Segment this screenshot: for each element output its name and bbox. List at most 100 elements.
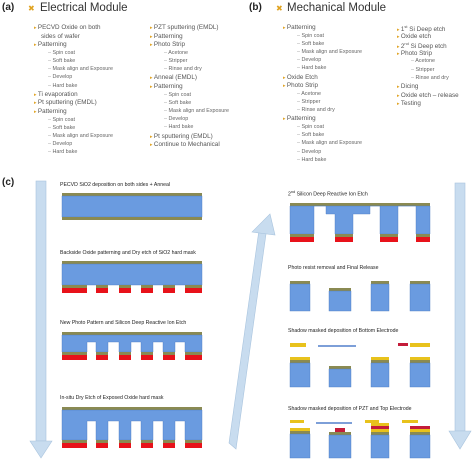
flow-item: – Develop [48, 141, 73, 148]
bullet-icon: ▸ [397, 92, 401, 99]
sub-bullet-icon: – [48, 133, 53, 139]
flow-item: ▸ Patterning [283, 24, 316, 31]
bullet-icon: ▸ [150, 75, 154, 82]
bullet-icon: ▸ [34, 25, 38, 31]
flow-item: – Spin coat [297, 124, 324, 130]
flow-item: – Rinse and dry [297, 107, 335, 114]
bullet-icon: ▸ [397, 101, 401, 108]
sub-bullet-icon: – [164, 49, 169, 56]
flow-item: ▸ 2nd Si Deep etch [397, 41, 447, 51]
flow-item: – Soft bake [48, 58, 76, 64]
panel-b-title: Mechanical Module [287, 2, 387, 14]
bullet-icon: ▸ [150, 42, 154, 49]
flow-item: – Mask align and Exposure [164, 108, 230, 114]
sub-bullet-icon: – [164, 66, 169, 73]
flow-item: – Develop [297, 148, 322, 155]
flow-item: – Mask align and Exposure [48, 133, 114, 139]
step6-cross-section [289, 281, 431, 312]
sub-bullet-icon: – [297, 124, 302, 130]
flow-item: – Soft bake [164, 99, 192, 106]
flow-item: ▸ Testing [397, 100, 421, 108]
sub-bullet-icon: – [164, 58, 169, 64]
sub-bullet-icon: – [297, 49, 302, 55]
sub-bullet-icon: – [164, 116, 169, 123]
sub-bullet-icon: – [164, 99, 169, 106]
flow-item: sides of wafer [41, 32, 80, 40]
sub-bullet-icon: – [297, 148, 302, 155]
flow-item: – Acetone [411, 58, 435, 65]
flow-item: ▸ PECVD Oxide on both [34, 24, 101, 31]
flow-item: – Mask align and Exposure [48, 66, 114, 73]
flow-item: ▸ Dicing [397, 83, 419, 90]
flow-item: ▸ Pt sputtering (EMDL) [150, 132, 213, 140]
flow-item: ▸ Patterning [34, 41, 67, 49]
sub-bullet-icon: – [48, 141, 53, 148]
flow-item: – Soft bake [48, 124, 76, 131]
sub-bullet-icon: – [48, 74, 53, 81]
step-caption-2: Backside Oxide patterning and Dry etch o… [60, 250, 196, 256]
flow-item: ▸ Patterning [150, 83, 183, 90]
sub-bullet-icon: – [48, 124, 53, 131]
panel-a-label: (a) [2, 2, 15, 13]
step1-cross-section [61, 193, 203, 220]
flow-item: ▸ Photo Strip [397, 49, 433, 57]
bullet-icon: ▸ [397, 33, 401, 40]
flow-item: – Spin coat [164, 91, 191, 98]
bullet-icon: ▸ [397, 44, 401, 51]
flow-item: ▸ Oxide etch – release [397, 91, 459, 99]
left-flow-arrow [29, 180, 53, 459]
flow-item: ▸ Oxide etch [397, 32, 432, 40]
step-caption-5: 2nd Silicon Deep Reactive Ion Etch [288, 190, 368, 198]
flow-item: – Develop [297, 57, 322, 64]
star-icon: ✖ [276, 4, 283, 13]
flow-item: – Hard bake [297, 156, 327, 163]
right-flow-arrow [448, 182, 472, 450]
flow-item: ▸ Pt sputtering (EMDL) [34, 99, 97, 107]
flow-item: – Hard bake [48, 149, 78, 156]
step5-cross-section [289, 203, 431, 242]
flow-item: – Rinse and dry [411, 74, 449, 81]
bullet-icon: ▸ [397, 27, 401, 34]
bullet-icon: ▸ [34, 109, 38, 115]
bullet-icon: ▸ [397, 84, 401, 90]
flow-item: – Acetone [297, 90, 321, 97]
flow-item: – Develop [164, 116, 189, 123]
bullet-icon: ▸ [150, 84, 154, 90]
flow-item: – Spin coat [48, 116, 75, 123]
sub-bullet-icon: – [164, 108, 169, 114]
step4-cross-section [61, 407, 203, 448]
step-caption-6: Photo resist removal and Final Release [288, 265, 379, 271]
flow-item: – Spin coat [297, 32, 324, 39]
step-caption-8: Shadow masked deposition of PZT and Top … [288, 406, 412, 412]
flow-item: ▸ Oxide Etch [283, 73, 318, 81]
sub-bullet-icon: – [297, 65, 302, 72]
sub-bullet-icon: – [297, 40, 302, 47]
flow-item: ▸ PZT sputtering (EMDL) [150, 24, 219, 31]
bullet-icon: ▸ [283, 74, 287, 81]
flow-item: – Develop [48, 74, 73, 81]
panel-b-label: (b) [249, 2, 262, 13]
sub-bullet-icon: – [297, 57, 302, 64]
sub-bullet-icon: – [297, 140, 302, 147]
flow-item: ▸ 1st Si Deep etch [397, 24, 446, 34]
bullet-icon: ▸ [150, 25, 154, 31]
flow-item: – Stripper [411, 66, 435, 73]
flow-item: ▸ Patterning [283, 115, 316, 123]
step-caption-7: Shadow masked deposition of Bottom Elect… [288, 328, 399, 334]
step-caption-3: New Photo Pattern and Silicon Deep React… [60, 320, 187, 326]
sub-bullet-icon: – [411, 74, 416, 81]
flow-item: – Mask align and Exposure [297, 140, 363, 147]
flow-item: – Mask align and Exposure [297, 49, 363, 55]
bullet-icon: ▸ [283, 25, 287, 31]
star-icon: ✖ [28, 4, 35, 13]
bullet-icon: ▸ [283, 116, 287, 123]
flow-item: – Rinse and dry [164, 66, 202, 73]
sub-bullet-icon: – [48, 49, 53, 56]
flow-item: – Stripper [297, 99, 321, 105]
bullet-icon: ▸ [397, 50, 401, 57]
sub-bullet-icon: – [48, 82, 53, 89]
flow-item: ▸ Photo Strip [150, 41, 186, 49]
step7-cross-section [289, 343, 431, 388]
sub-bullet-icon: – [297, 156, 302, 163]
